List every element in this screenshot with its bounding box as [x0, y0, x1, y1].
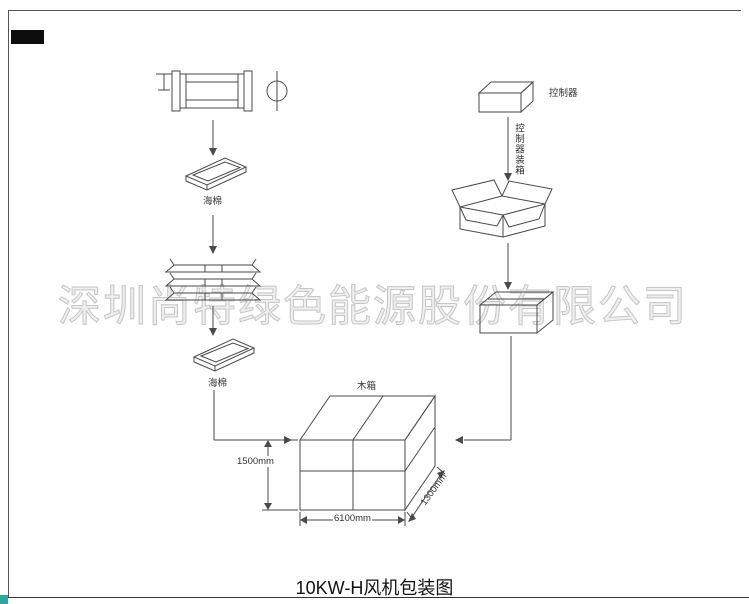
arrow-stack-to-foam	[209, 306, 217, 336]
foam-tray-2-drawing	[192, 338, 256, 372]
arrow-foam-to-stack	[209, 215, 217, 254]
packed-controller-box-drawing	[478, 290, 555, 335]
dimension-height-lines	[262, 439, 298, 511]
wooden-crate-drawing	[299, 394, 436, 512]
controller-boxing-label: 控制器装箱	[513, 123, 524, 176]
controller-box-drawing	[477, 80, 535, 114]
arrow-controller-to-carton	[504, 117, 512, 181]
scan-corner-mark	[11, 30, 44, 44]
frame-top-line	[8, 10, 741, 11]
controller-label: 控制器	[549, 88, 578, 99]
foam-label-2: 海棉	[208, 378, 228, 389]
arrow-carton-to-box	[504, 243, 512, 290]
arrow-foam-to-crate	[213, 390, 292, 444]
dimension-length-label: 6100mm	[333, 513, 372, 524]
stacked-fan-layers-drawing	[164, 258, 262, 301]
scan-corner-teal-mark	[0, 595, 8, 604]
foam-tray-1-drawing	[184, 157, 248, 191]
arrow-machine-to-foam	[209, 120, 217, 156]
foam-label-1: 海棉	[203, 196, 223, 207]
dimension-depth-lines	[406, 466, 446, 522]
crate-label: 木箱	[357, 381, 377, 392]
diagram-title: 10KW-H风机包装图	[295, 578, 454, 598]
open-carton-drawing	[451, 179, 553, 238]
frame-left-line	[8, 10, 9, 598]
arrow-box-to-crate	[455, 336, 512, 444]
company-watermark: 深圳尚特绿色能源股份有限公司	[58, 283, 688, 331]
fan-machine-drawing	[156, 70, 288, 112]
dimension-height-label: 1500mm	[236, 456, 275, 467]
frame-bottom-line	[0, 597, 749, 598]
